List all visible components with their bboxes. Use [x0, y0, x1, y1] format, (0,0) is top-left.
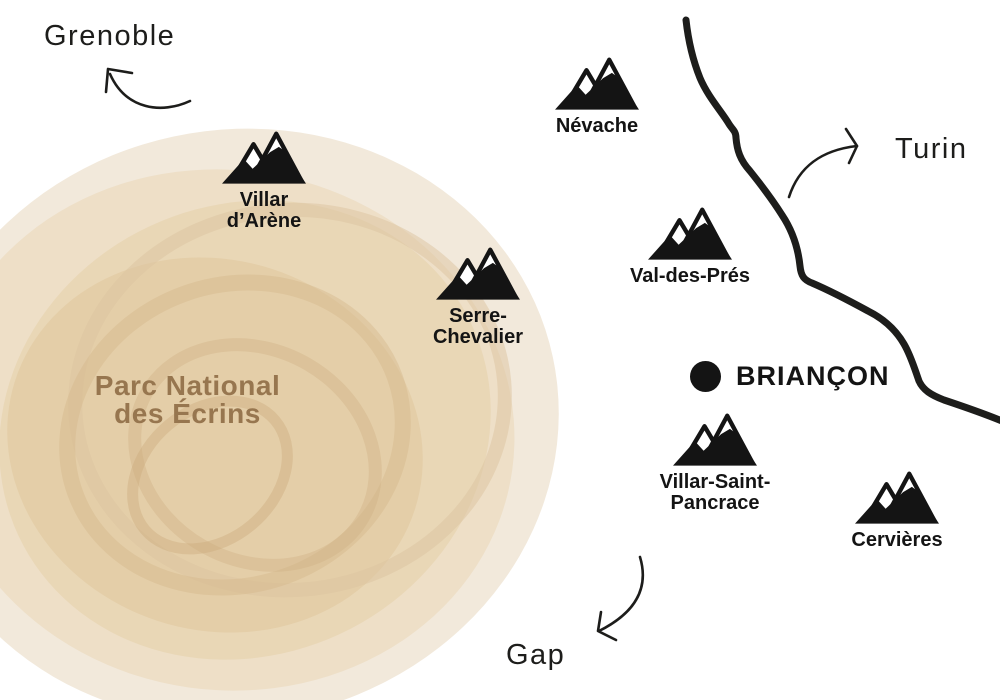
village-label-line2: d’Arène — [226, 210, 302, 232]
village-nevache: Névache — [502, 51, 692, 137]
village-villar-saint-pancrace: Villar-Saint- Pancrace — [620, 407, 810, 514]
village-label: Cervières — [851, 529, 943, 551]
park-label-line1: Parc National — [94, 370, 281, 401]
mountain-icon — [853, 465, 941, 528]
grenoble-arrow-icon — [104, 67, 192, 110]
village-label-line2: Chevalier — [432, 326, 524, 348]
mountain-icon — [671, 407, 759, 470]
mountain-icon — [646, 201, 734, 264]
ecrins-watercolor-blob — [0, 128, 559, 700]
village-villar-arene: Villar d’Arène — [169, 125, 359, 232]
village-label: Val-des-Prés — [629, 265, 751, 287]
mountain-icon — [553, 51, 641, 114]
mountain-icon — [220, 125, 308, 188]
briancon-marker: BRIANÇON — [690, 361, 890, 392]
village-cervieres: Cervières — [802, 465, 992, 551]
village-val-des-pres: Val-des-Prés — [595, 201, 785, 287]
gap-arrow-icon — [596, 555, 645, 642]
italy-border-line — [682, 16, 1000, 424]
village-label: Névache — [555, 115, 639, 137]
turin-arrow-icon — [787, 127, 859, 199]
briancon-label: BRIANÇON — [736, 361, 890, 391]
village-serre-chevalier: Serre- Chevalier — [383, 241, 573, 348]
village-label-line1: Villar-Saint- — [659, 471, 771, 493]
village-label-line1: Villar — [239, 189, 289, 211]
village-label-line1: Serre- — [449, 305, 507, 327]
city-dot-icon — [690, 361, 721, 392]
gap-label: Gap — [506, 639, 566, 671]
village-label-line2: Pancrace — [670, 492, 760, 514]
mountain-icon — [434, 241, 522, 304]
turin-label: Turin — [895, 133, 968, 165]
grenoble-label: Grenoble — [44, 20, 176, 52]
park-label-line2: des Écrins — [114, 398, 261, 429]
park-label: Parc National des Écrins — [55, 372, 320, 428]
